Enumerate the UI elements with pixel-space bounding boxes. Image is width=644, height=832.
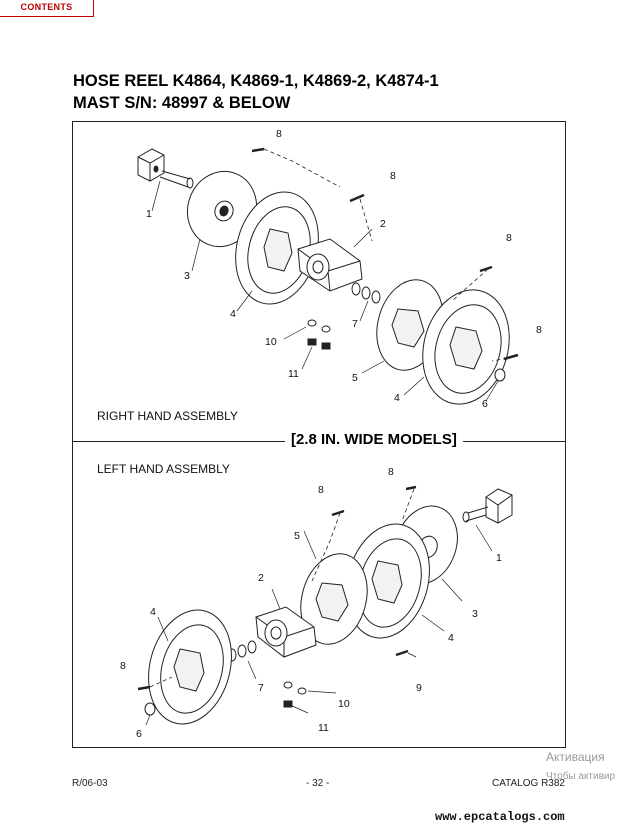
callout-label: 8 <box>390 170 396 182</box>
callout-label: 2 <box>380 218 386 230</box>
callout-label: 8 <box>276 128 282 140</box>
callout-label: 1 <box>146 208 152 220</box>
callout-label: 6 <box>136 728 142 740</box>
title-line-1: HOSE REEL K4864, K4869-1, K4869-2, K4874… <box>73 72 439 90</box>
page-number: - 32 - <box>306 778 330 789</box>
callout-label: 7 <box>258 682 264 694</box>
reel-disk-left-2 <box>148 609 232 725</box>
callout-label: 3 <box>184 270 190 282</box>
callout-label: 8 <box>388 466 394 478</box>
title-line-2: MAST S/N: 48997 & BELOW <box>73 94 291 112</box>
section-heading: [2.8 IN. WIDE MODELS] <box>285 431 463 448</box>
callouts-left: 8 8 5 1 2 3 4 4 8 9 7 10 6 11 <box>120 466 502 740</box>
callout-label: 5 <box>294 530 300 542</box>
callout-label: 5 <box>352 372 358 384</box>
drum-hub-left <box>255 606 317 658</box>
callout-label: 4 <box>230 308 236 320</box>
callout-label: 8 <box>536 324 542 336</box>
callout-label: 8 <box>120 660 126 672</box>
callout-label: 10 <box>338 698 350 710</box>
bearings-left <box>227 640 257 662</box>
callout-label: 4 <box>150 606 156 618</box>
watermark-line-1: Активация <box>546 750 605 764</box>
callout-label: 4 <box>448 632 454 644</box>
callout-label: 10 <box>265 336 277 348</box>
callout-label: 4 <box>394 392 400 404</box>
bearings-right <box>351 282 381 304</box>
fasteners-left <box>137 485 417 716</box>
callout-label: 8 <box>506 232 512 244</box>
exploded-parts-diagram: 8 8 1 2 3 8 4 7 8 10 11 5 4 6 8 8 5 1 2 … <box>120 128 542 740</box>
callouts-right: 8 8 1 2 3 8 4 7 8 10 11 5 4 6 <box>146 128 542 410</box>
swivel-assembly-right <box>137 148 194 189</box>
left-hand-assembly-label: LEFT HAND ASSEMBLY <box>97 462 230 476</box>
hub-plate-right <box>187 170 257 248</box>
callout-label: 3 <box>472 608 478 620</box>
swivel-assembly-left <box>462 488 513 524</box>
callout-label: 11 <box>288 368 299 380</box>
website-link[interactable]: www.epcatalogs.com <box>435 810 565 824</box>
callout-label: 9 <box>416 682 422 694</box>
callout-label: 8 <box>318 484 324 496</box>
callout-label: 2 <box>258 572 264 584</box>
right-hand-assembly-label: RIGHT HAND ASSEMBLY <box>97 409 238 423</box>
drum-hub-right <box>297 238 363 292</box>
catalog-number: CATALOG R382 <box>492 778 565 789</box>
page-title: HOSE REEL K4864, K4869-1, K4869-2, K4874… <box>73 70 439 114</box>
watermark-line-2: Чтобы активир <box>546 771 616 782</box>
contents-button[interactable]: CONTENTS <box>0 0 94 17</box>
reel-disk-right-2 <box>422 289 510 405</box>
callout-label: 11 <box>318 722 329 734</box>
callout-label: 1 <box>496 552 502 564</box>
reel-disk-left-1 <box>346 523 430 639</box>
callout-label: 7 <box>352 318 358 330</box>
flange-plate-left <box>300 553 368 645</box>
revision-code: R/06-03 <box>72 778 108 789</box>
callout-label: 6 <box>482 398 488 410</box>
diagram-frame <box>72 121 566 748</box>
